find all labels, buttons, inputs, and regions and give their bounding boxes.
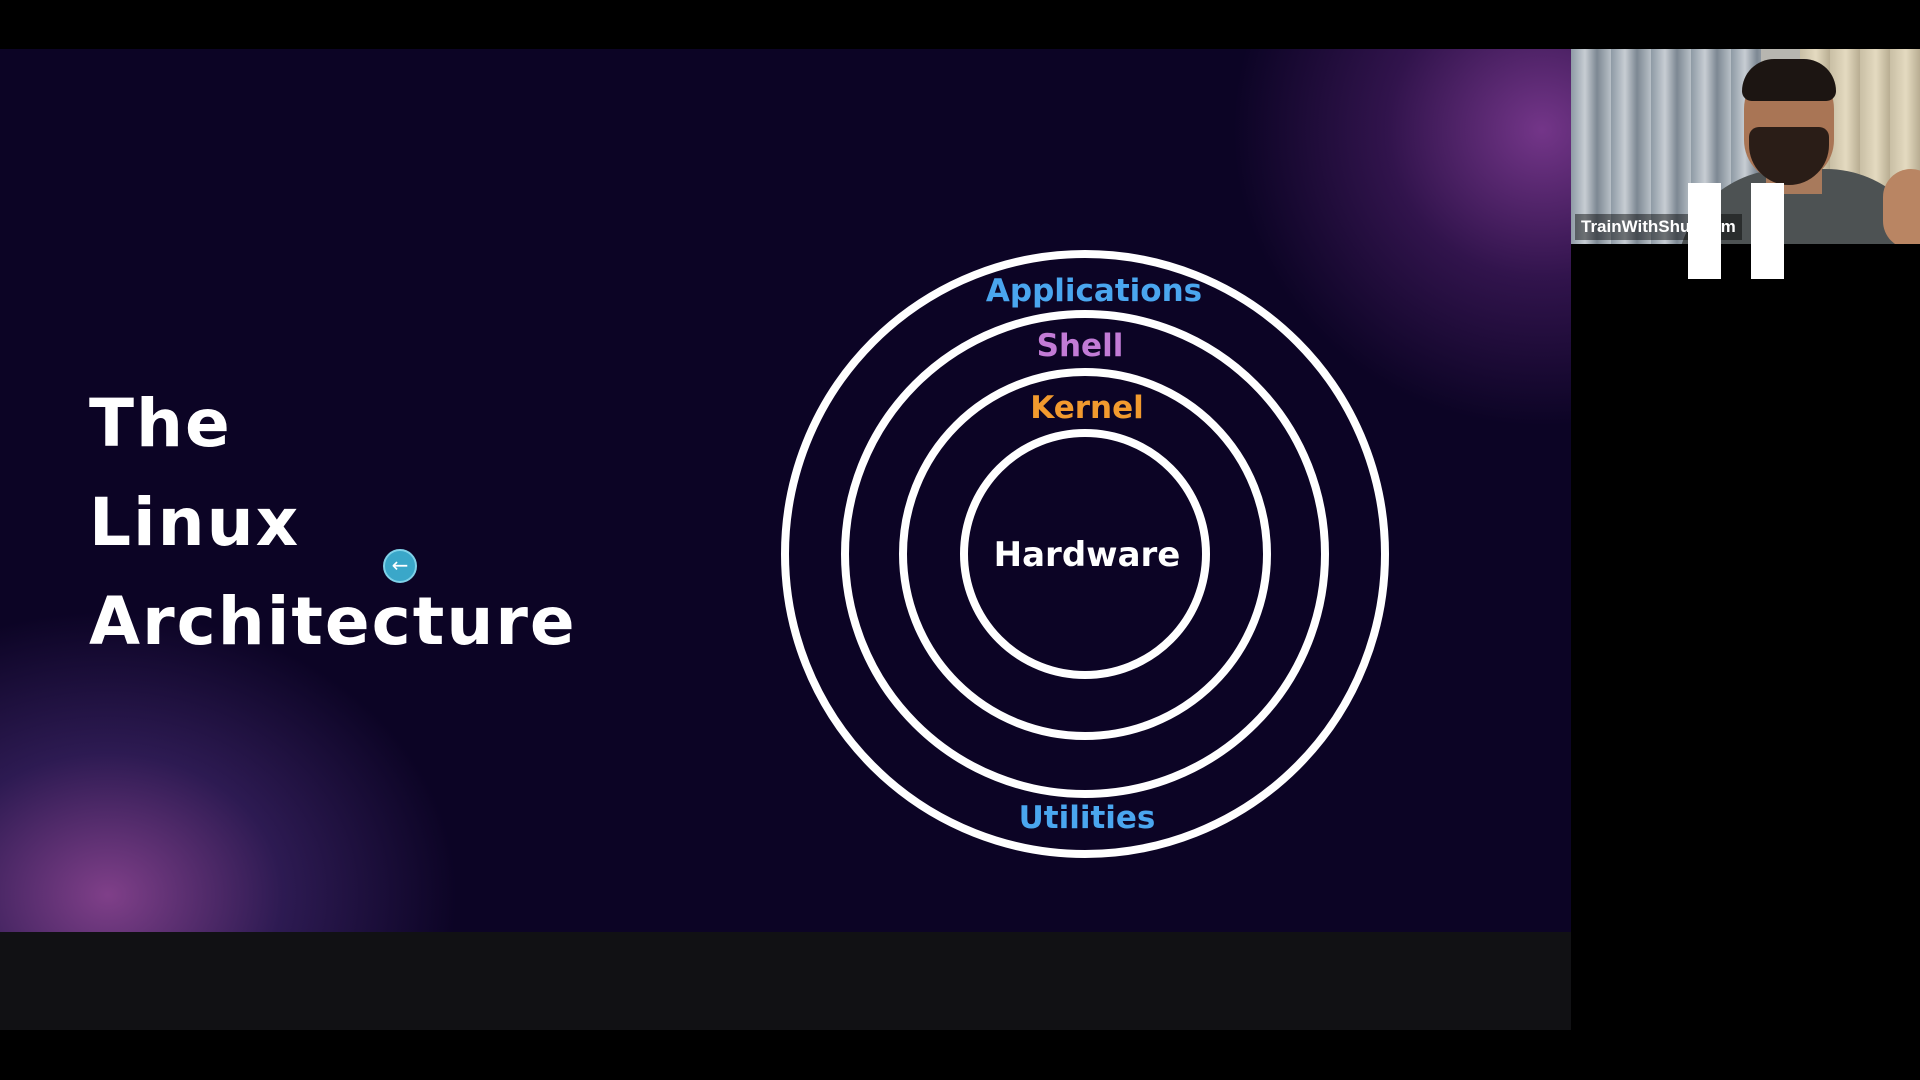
slide-glow-bottom-left [0, 609, 460, 932]
layer-label-shell: Shell [1037, 328, 1124, 364]
participant-video-tile[interactable]: TrainWithShubham [1571, 49, 1920, 244]
slide-title: The Linux Architecture [89, 374, 577, 671]
architecture-diagram: Applications Shell Kernel Hardware Utili… [781, 250, 1389, 858]
ring-kernel [899, 368, 1271, 740]
slide-glow-top-right [1230, 49, 1571, 429]
layer-label-hardware: Hardware [994, 535, 1181, 575]
layer-label-applications: Applications [986, 273, 1202, 309]
pause-icon[interactable] [1688, 183, 1721, 279]
participant-hand [1883, 169, 1920, 244]
layer-label-kernel: Kernel [1030, 390, 1144, 426]
participant-hair [1742, 59, 1836, 101]
slide-title-line-2: Linux [89, 484, 301, 561]
ring-shell [841, 310, 1329, 798]
presentation-slide: The Linux Architecture Applications Shel… [0, 49, 1571, 932]
slide-title-line-1: The [89, 385, 232, 462]
ring-applications [781, 250, 1389, 858]
layer-label-utilities: Utilities [1019, 800, 1156, 836]
ring-hardware [960, 429, 1210, 679]
slide-title-line-3: Architecture [89, 583, 577, 660]
arrow-left-icon: ← [383, 549, 417, 583]
pause-icon-bar[interactable] [1751, 183, 1784, 279]
